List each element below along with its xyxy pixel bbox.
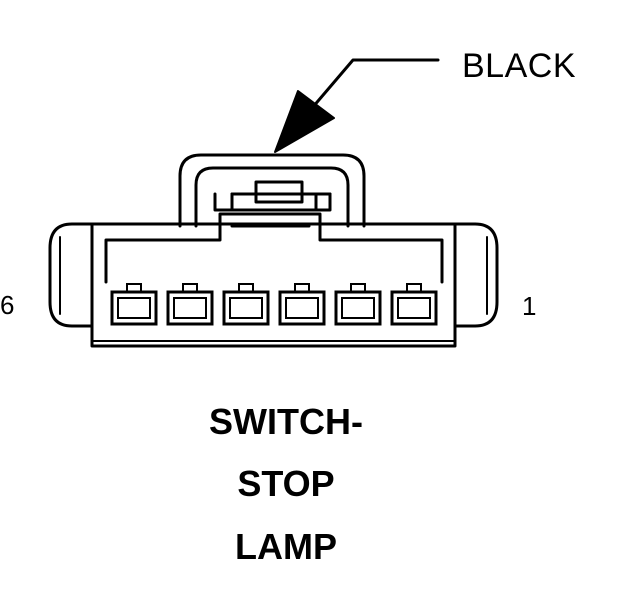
left-end-cap bbox=[48, 222, 94, 328]
terminal-cavity-inner bbox=[341, 297, 375, 319]
arrow-head bbox=[274, 90, 335, 153]
connector-name-line-3: LAMP bbox=[235, 526, 337, 567]
terminal-tab bbox=[238, 283, 254, 293]
terminal-cavity-inner bbox=[397, 297, 431, 319]
latch-outer bbox=[178, 153, 366, 228]
terminal-tab bbox=[350, 283, 366, 293]
terminal-cavity-inner bbox=[117, 297, 151, 319]
connector-name-line-1: SWITCH- bbox=[209, 401, 363, 442]
terminal-tab bbox=[406, 283, 422, 293]
terminal-tab bbox=[294, 283, 310, 293]
terminal-tab bbox=[126, 283, 142, 293]
latch-nub bbox=[254, 180, 304, 204]
cavity-frame bbox=[104, 212, 444, 284]
terminal-cavity-inner bbox=[229, 297, 263, 319]
terminal-cavity-inner bbox=[285, 297, 319, 319]
right-end-cap bbox=[453, 222, 499, 328]
connector-name-line-2: STOP bbox=[237, 463, 335, 504]
housing-body bbox=[90, 222, 457, 348]
terminal-tab bbox=[182, 283, 198, 293]
wire-color-label: BLACK bbox=[462, 47, 576, 85]
terminal-cavities bbox=[110, 283, 438, 326]
terminal-cavity-inner bbox=[173, 297, 207, 319]
latch-inner bbox=[194, 166, 350, 228]
pin-number-left: 6 bbox=[0, 290, 15, 320]
pin-number-right: 1 bbox=[522, 291, 537, 321]
